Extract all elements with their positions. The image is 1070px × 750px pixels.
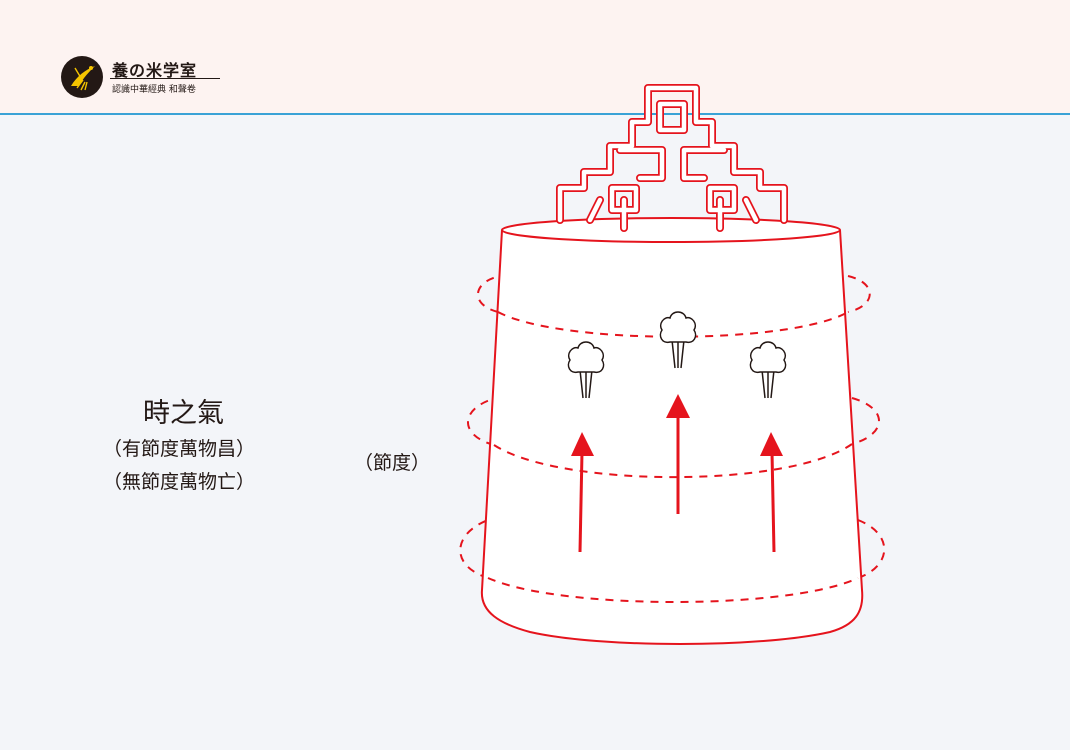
label-sub-1: （有節度萬物昌） xyxy=(103,438,256,460)
label-center: （節度） xyxy=(354,452,431,474)
up-arrow-icon xyxy=(666,394,690,514)
bird-in-circle-logo-icon xyxy=(61,56,103,98)
brand-subtitle: 認識中華經典 和聲卷 xyxy=(112,85,196,95)
dashed-rings-front xyxy=(487,311,859,603)
label-main: 時之氣 xyxy=(143,398,224,429)
brand-title: 養の米学室 xyxy=(112,61,198,80)
up-arrow-icon xyxy=(760,432,783,553)
up-arrow-icon xyxy=(571,432,594,553)
label-sub-2: （無節度萬物亡） xyxy=(103,471,256,493)
dashed-rings-back xyxy=(459,275,886,579)
header-band: 養の米学室 認識中華經典 和聲卷 xyxy=(0,0,1070,115)
bell-body xyxy=(480,217,864,645)
brand-divider xyxy=(110,78,220,79)
